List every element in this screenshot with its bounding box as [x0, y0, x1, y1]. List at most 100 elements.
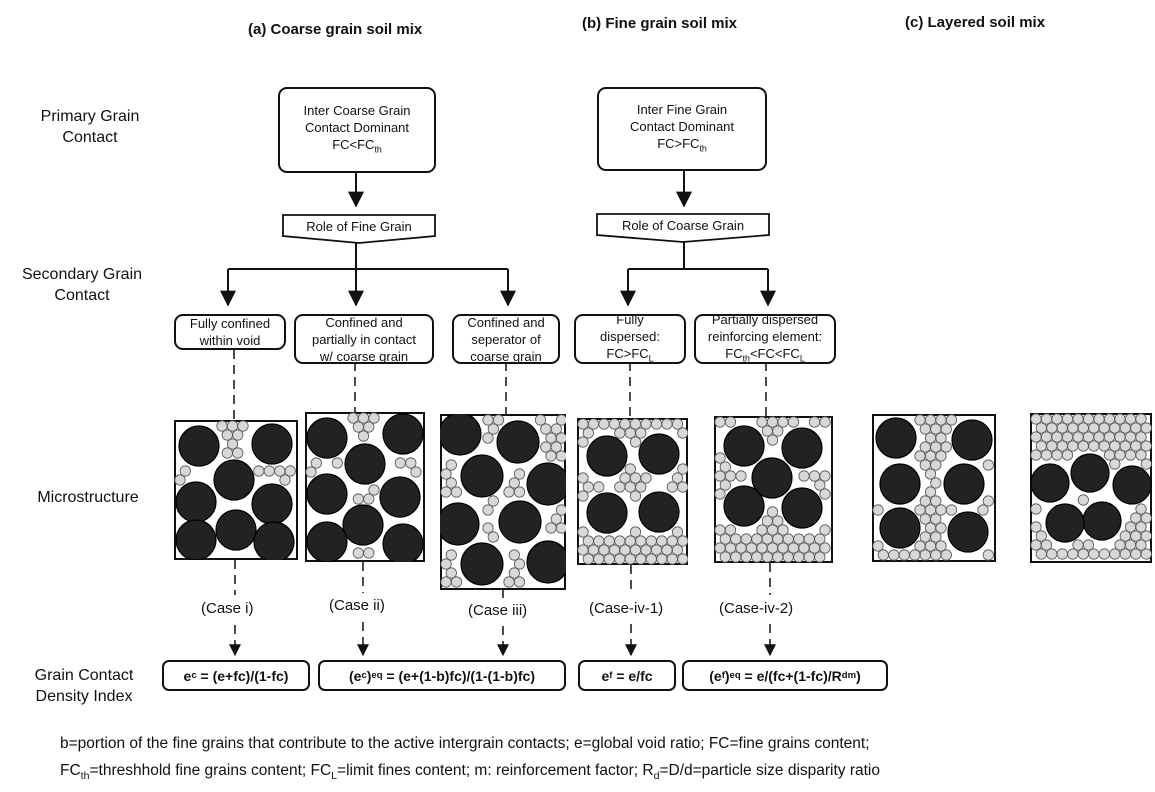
fine-grain: [1135, 431, 1147, 443]
primary-coarse-line2: Contact Dominant: [304, 119, 410, 135]
fine-grain: [945, 414, 958, 426]
fine-grain: [440, 486, 452, 498]
primary-fine-condition: FC>FCth: [657, 135, 707, 154]
header-layered-soil-mix: (c) Layered soil mix: [905, 14, 1046, 31]
header-coarse-grain-soil-mix: (a) Coarse grain soil mix: [248, 21, 423, 38]
row-label-gcdi-line2: Density Index: [35, 688, 133, 705]
fine-grain: [629, 490, 642, 502]
fine-grain: [174, 474, 186, 486]
fine-grain: [487, 495, 499, 507]
fine-grain: [1077, 440, 1089, 452]
fine-grain: [730, 551, 742, 563]
fine-grain: [914, 414, 926, 426]
fine-grain: [1030, 431, 1042, 443]
fine-grain: [582, 427, 594, 439]
primary-fine-line1: Inter Fine Grain: [636, 101, 728, 117]
secondary-box-partially-in-contact: Confined and partially in contact w/ coa…: [294, 314, 434, 364]
secondary-box-partially-dispersed: Partially dispersed reinforcing element:…: [694, 311, 836, 364]
fine-grain: [819, 524, 831, 536]
microstructure-case-iv1: [577, 418, 688, 565]
fine-grain: [772, 425, 784, 437]
secondary-ii-line3: w/ coarse grain: [319, 348, 409, 364]
coarse-grain: [723, 425, 765, 467]
fine-grain: [1030, 413, 1042, 425]
secondary-iv2-line1: Partially dispersed: [711, 311, 819, 327]
fine-grain: [1040, 539, 1053, 551]
fine-grain: [363, 493, 375, 505]
fine-grain: [1030, 539, 1042, 551]
fine-grain: [935, 540, 947, 552]
fine-grain: [982, 549, 994, 561]
fine-grain: [782, 551, 794, 563]
fine-grain: [593, 553, 605, 565]
fine-grain: [450, 576, 463, 588]
fine-grain: [814, 533, 826, 545]
fine-grain: [614, 553, 626, 565]
fine-grain: [347, 412, 359, 424]
fine-grain: [714, 416, 726, 428]
fine-grain: [635, 553, 647, 565]
fine-grain: [793, 551, 805, 563]
fine-grain: [803, 551, 815, 563]
fine-grain: [714, 524, 726, 536]
fine-grain: [1082, 539, 1095, 551]
fine-grain: [714, 470, 726, 482]
fine-grain: [719, 479, 731, 491]
fine-grain: [772, 551, 784, 563]
primary-coarse-condition: FC<FCth: [332, 136, 382, 155]
fine-grain: [310, 457, 322, 469]
fine-grain: [724, 524, 737, 536]
secondary-box-fully-dispersed: Fully dispersed: FC>FCL: [574, 312, 686, 364]
fine-grain: [714, 542, 726, 554]
microstructure-case-i: [174, 420, 298, 560]
coarse-grain: [379, 476, 421, 518]
row-label-microstructure: Microstructure: [37, 489, 139, 506]
fine-grain: [714, 452, 726, 464]
coarse-grain: [251, 423, 293, 465]
fine-grain: [1035, 530, 1047, 542]
fine-grain: [1109, 458, 1121, 470]
fine-grain: [534, 414, 547, 426]
fine-grain: [671, 472, 684, 484]
fine-grain: [1130, 548, 1142, 560]
fine-grain: [445, 459, 457, 471]
fine-grain: [940, 441, 952, 453]
fine-grain: [872, 504, 884, 516]
fine-grain: [357, 430, 370, 442]
fine-grain: [819, 488, 831, 500]
fine-grain: [1140, 440, 1152, 452]
coarse-grain: [723, 485, 765, 527]
coarse-grain: [460, 542, 504, 586]
fine-grain: [808, 416, 821, 428]
coarse-grain: [586, 492, 628, 534]
fine-grain: [440, 558, 452, 570]
fine-grain: [305, 466, 317, 478]
fine-grain: [582, 553, 594, 565]
fine-grain: [1077, 548, 1089, 560]
fine-grain: [279, 474, 291, 486]
secondary-ii-line2: partially in contact: [311, 331, 417, 347]
role-of-fine-grain-label: Role of Fine Grain: [282, 214, 436, 244]
fine-grain: [331, 457, 343, 469]
secondary-box-fully-confined: Fully confined within void: [174, 314, 286, 350]
fine-grain: [577, 544, 589, 556]
fine-grain: [508, 477, 520, 489]
fine-grain: [677, 535, 688, 547]
fine-grain: [450, 486, 463, 498]
coarse-grain: [175, 481, 217, 523]
fine-grain: [550, 513, 562, 525]
secondary-iii-line1: Confined and: [467, 314, 545, 330]
primary-box-fine-contact-dominant: Inter Fine Grain Contact Dominant FC>FCt…: [597, 87, 767, 171]
fine-grain: [1061, 449, 1074, 461]
fine-grain: [671, 526, 684, 538]
fine-grain: [608, 418, 621, 430]
primary-box-coarse-contact-dominant: Inter Coarse Grain Contact Dominant FC<F…: [278, 87, 436, 173]
fine-grain: [719, 461, 731, 473]
row-label-secondary-grain-contact: Secondary Grain Contact: [2, 264, 162, 306]
fine-grain: [819, 470, 831, 482]
fine-grain: [1135, 413, 1147, 425]
fine-grain: [1140, 530, 1152, 542]
fine-grain: [924, 468, 937, 480]
microstructure-case-iii: [440, 414, 566, 590]
